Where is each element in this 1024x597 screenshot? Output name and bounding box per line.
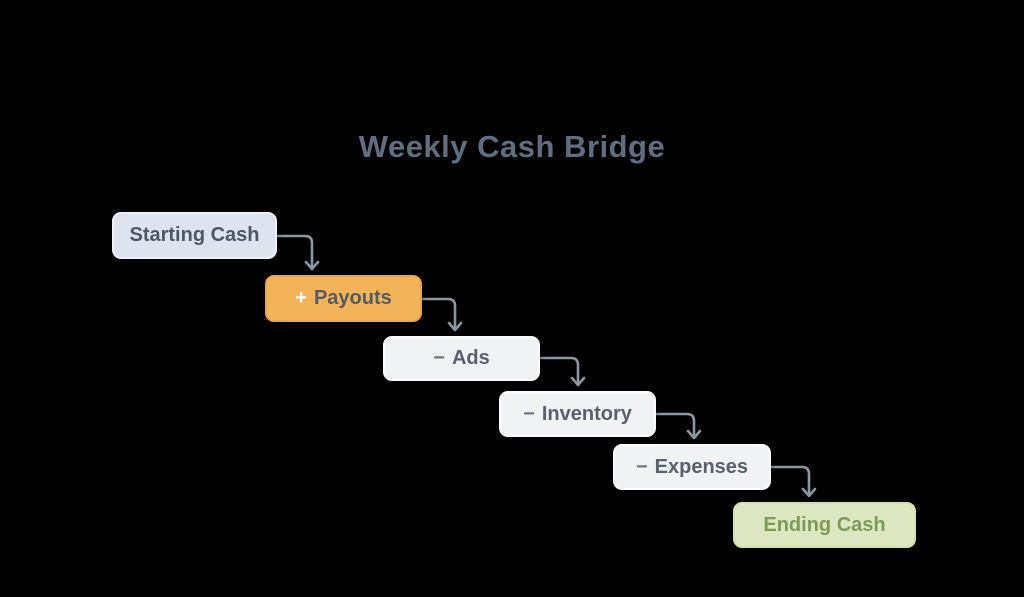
node-label: Inventory bbox=[541, 402, 632, 425]
node-ending-cash: Ending Cash bbox=[733, 502, 916, 548]
connector-arrow-ads-to-inventory bbox=[538, 356, 586, 387]
connector-arrow-expenses-to-ending bbox=[769, 465, 817, 498]
minus-sign: − bbox=[523, 402, 535, 425]
diagram-title: Weekly Cash Bridge bbox=[358, 129, 666, 164]
connector-arrow-inventory-to-expenses bbox=[654, 412, 702, 440]
minus-sign: − bbox=[433, 347, 445, 369]
node-label: Expenses bbox=[654, 455, 749, 478]
node-expenses: − Expenses bbox=[613, 444, 771, 490]
node-payouts: + Payouts bbox=[265, 275, 422, 322]
node-inventory: − Inventory bbox=[499, 391, 656, 437]
node-ads: − Ads bbox=[383, 336, 540, 381]
connector-arrow-payouts-to-ads bbox=[420, 297, 463, 332]
plus-sign: + bbox=[295, 287, 307, 309]
node-label: Ads bbox=[451, 347, 490, 369]
node-starting-cash: Starting Cash bbox=[112, 212, 277, 259]
node-label: Ending Cash bbox=[763, 513, 886, 536]
node-label: Starting Cash bbox=[129, 224, 260, 246]
minus-sign: − bbox=[635, 455, 648, 478]
node-label: Payouts bbox=[313, 287, 392, 309]
connector-arrow-starting-to-payouts bbox=[275, 234, 320, 271]
